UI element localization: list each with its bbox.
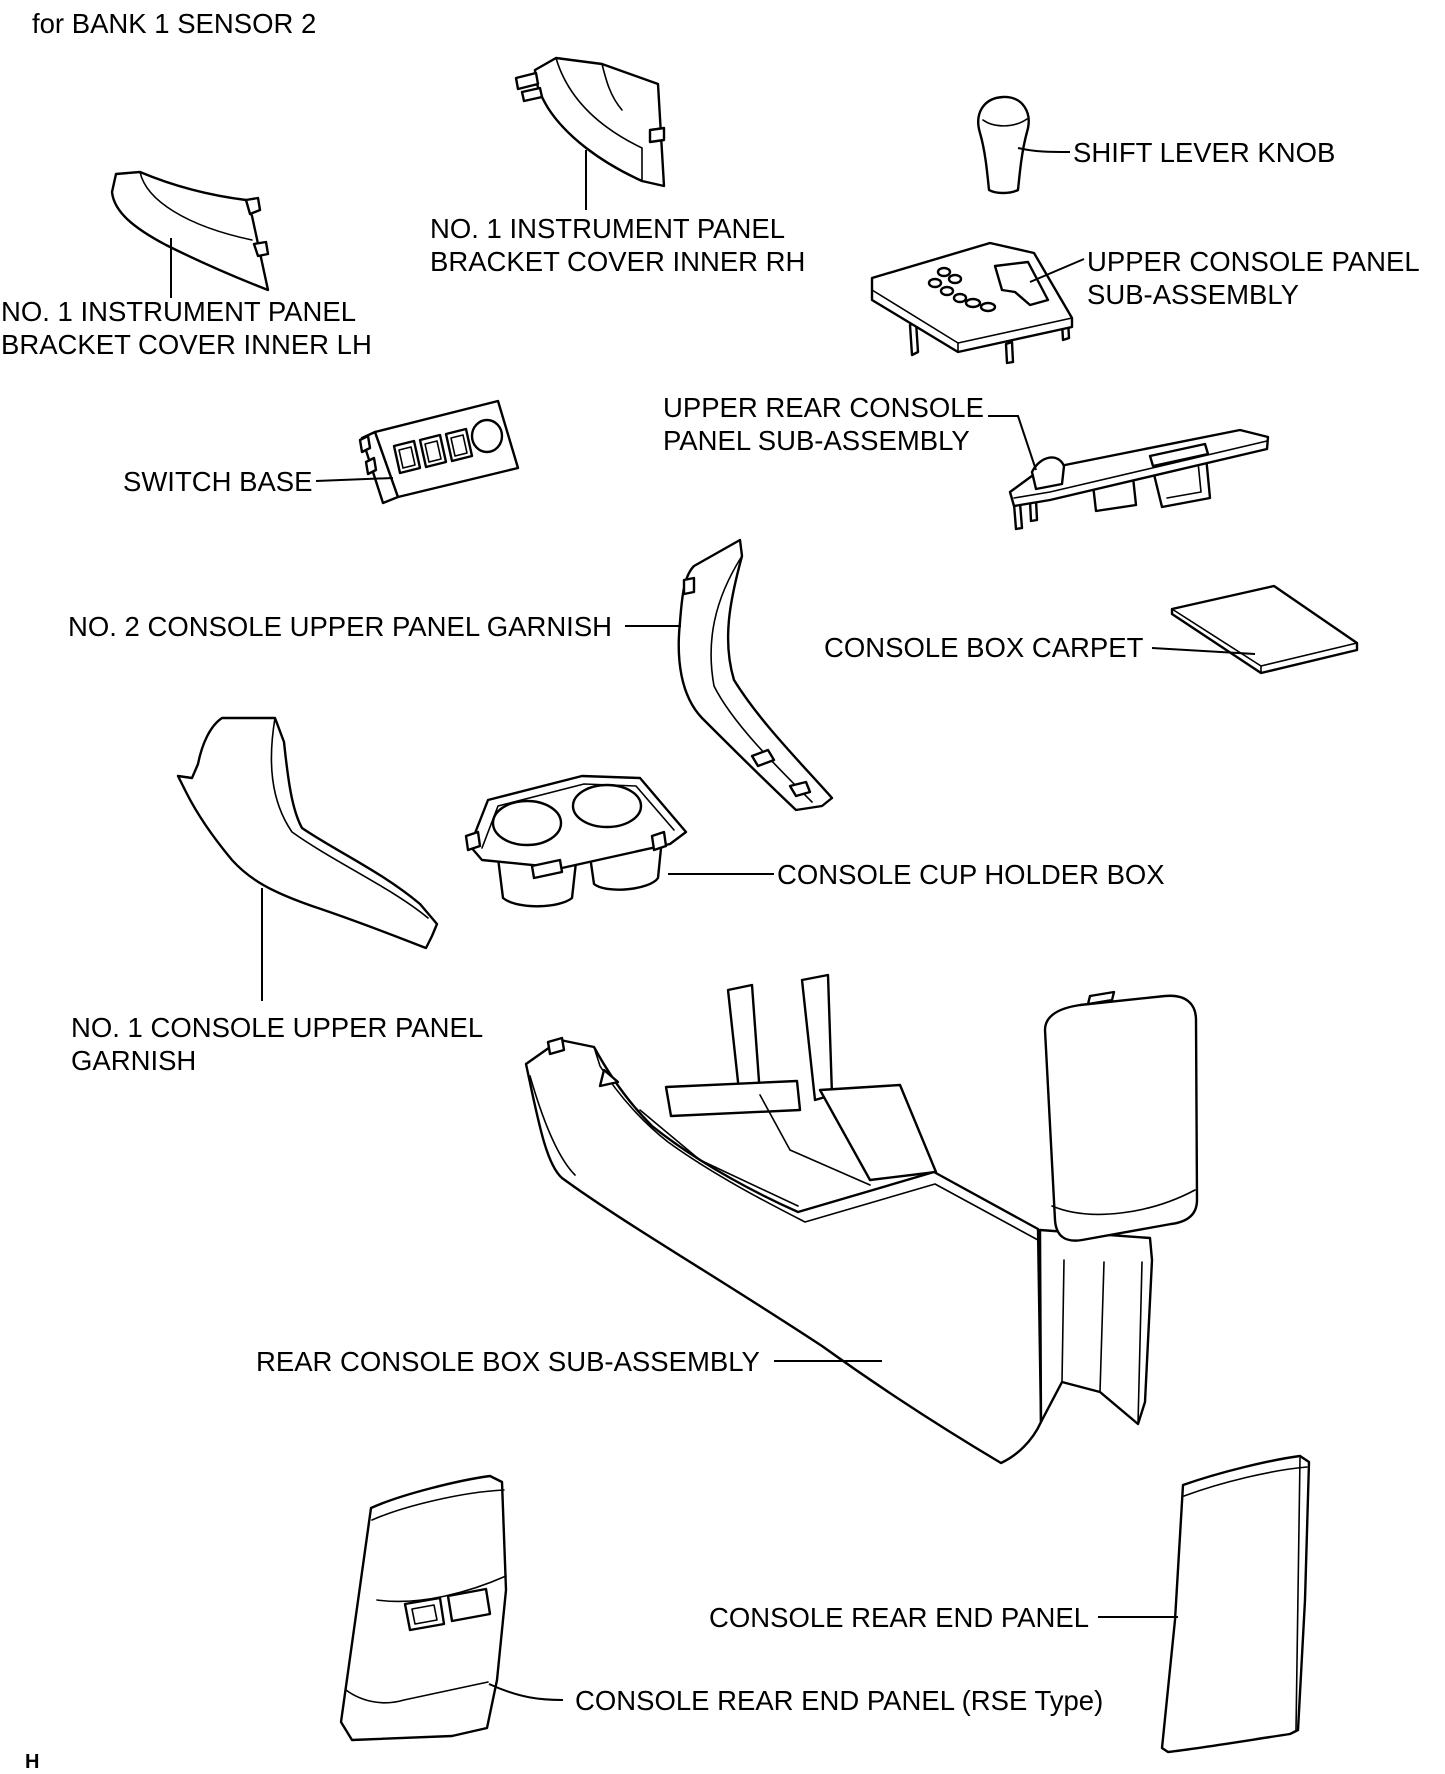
diagram-header: for BANK 1 SENSOR 2 — [32, 8, 316, 39]
label-bracket-cover-inner-rh-line-2: BRACKET COVER INNER RH — [430, 246, 805, 277]
label-no1-console-upper-panel-garnish-line-1: NO. 1 CONSOLE UPPER PANEL — [71, 1012, 483, 1043]
leader-line-console-rear-end-panel-rse — [488, 1683, 564, 1701]
shift-lever-knob-drawing — [977, 95, 1030, 195]
upper-rear-console-panel-drawing — [1008, 428, 1270, 531]
label-upper-console-panel-line-2: SUB-ASSEMBLY — [1087, 279, 1299, 310]
label-bracket-cover-inner-lh: NO. 1 INSTRUMENT PANEL BRACKET COVER INN… — [1, 296, 372, 360]
no1-console-upper-panel-garnish-drawing — [176, 716, 439, 950]
label-rear-console-box: REAR CONSOLE BOX SUB-ASSEMBLY — [256, 1346, 760, 1377]
label-console-box-carpet: CONSOLE BOX CARPET — [824, 632, 1144, 663]
label-no1-console-upper-panel-garnish-line-2: GARNISH — [71, 1045, 196, 1076]
label-upper-rear-console-panel-line-1: UPPER REAR CONSOLE — [663, 392, 984, 423]
label-upper-rear-console-panel: UPPER REAR CONSOLE PANEL SUB-ASSEMBLY — [663, 392, 992, 456]
leader-line-upper-rear-console-panel — [988, 415, 1037, 471]
label-upper-rear-console-panel-line-2: PANEL SUB-ASSEMBLY — [663, 425, 970, 456]
leader-line-switch-base — [315, 477, 394, 482]
label-no1-console-upper-panel-garnish: NO. 1 CONSOLE UPPER PANEL GARNISH — [71, 1012, 490, 1076]
label-bracket-cover-inner-rh: NO. 1 INSTRUMENT PANEL BRACKET COVER INN… — [430, 213, 805, 277]
leader-line-upper-console-panel — [1029, 258, 1085, 283]
bracket-cover-inner-rh-drawing — [514, 56, 666, 188]
label-console-cup-holder-box: CONSOLE CUP HOLDER BOX — [777, 859, 1165, 890]
console-rear-end-panel-drawing — [1160, 1454, 1311, 1754]
label-bracket-cover-inner-lh-line-2: BRACKET COVER INNER LH — [1, 329, 372, 360]
label-switch-base: SWITCH BASE — [123, 466, 312, 497]
console-rear-end-panel-rse-drawing — [339, 1474, 508, 1742]
upper-console-panel-drawing — [870, 241, 1074, 365]
leader-line-console-box-carpet — [1151, 647, 1256, 655]
label-console-rear-end-panel-rse: CONSOLE REAR END PANEL (RSE Type) — [575, 1685, 1103, 1716]
label-bracket-cover-inner-rh-line-1: NO. 1 INSTRUMENT PANEL — [430, 213, 785, 244]
footer-mark: H — [25, 1751, 39, 1773]
console-cup-holder-box-drawing — [464, 774, 688, 908]
console-box-carpet-drawing — [1170, 584, 1359, 675]
bracket-cover-inner-lh-drawing — [110, 170, 270, 292]
label-bracket-cover-inner-lh-line-1: NO. 1 INSTRUMENT PANEL — [1, 296, 356, 327]
label-upper-console-panel: UPPER CONSOLE PANEL SUB-ASSEMBLY — [1087, 246, 1426, 310]
label-console-rear-end-panel: CONSOLE REAR END PANEL — [709, 1602, 1089, 1633]
no2-console-upper-panel-garnish-drawing — [677, 538, 834, 812]
leader-line-shift-lever-knob — [1017, 147, 1071, 153]
label-no2-console-upper-panel-garnish: NO. 2 CONSOLE UPPER PANEL GARNISH — [68, 611, 612, 642]
label-upper-console-panel-line-1: UPPER CONSOLE PANEL — [1087, 246, 1419, 277]
label-shift-lever-knob: SHIFT LEVER KNOB — [1073, 137, 1335, 168]
rear-console-box-drawing — [524, 973, 1199, 1465]
switch-base-drawing — [358, 399, 520, 505]
